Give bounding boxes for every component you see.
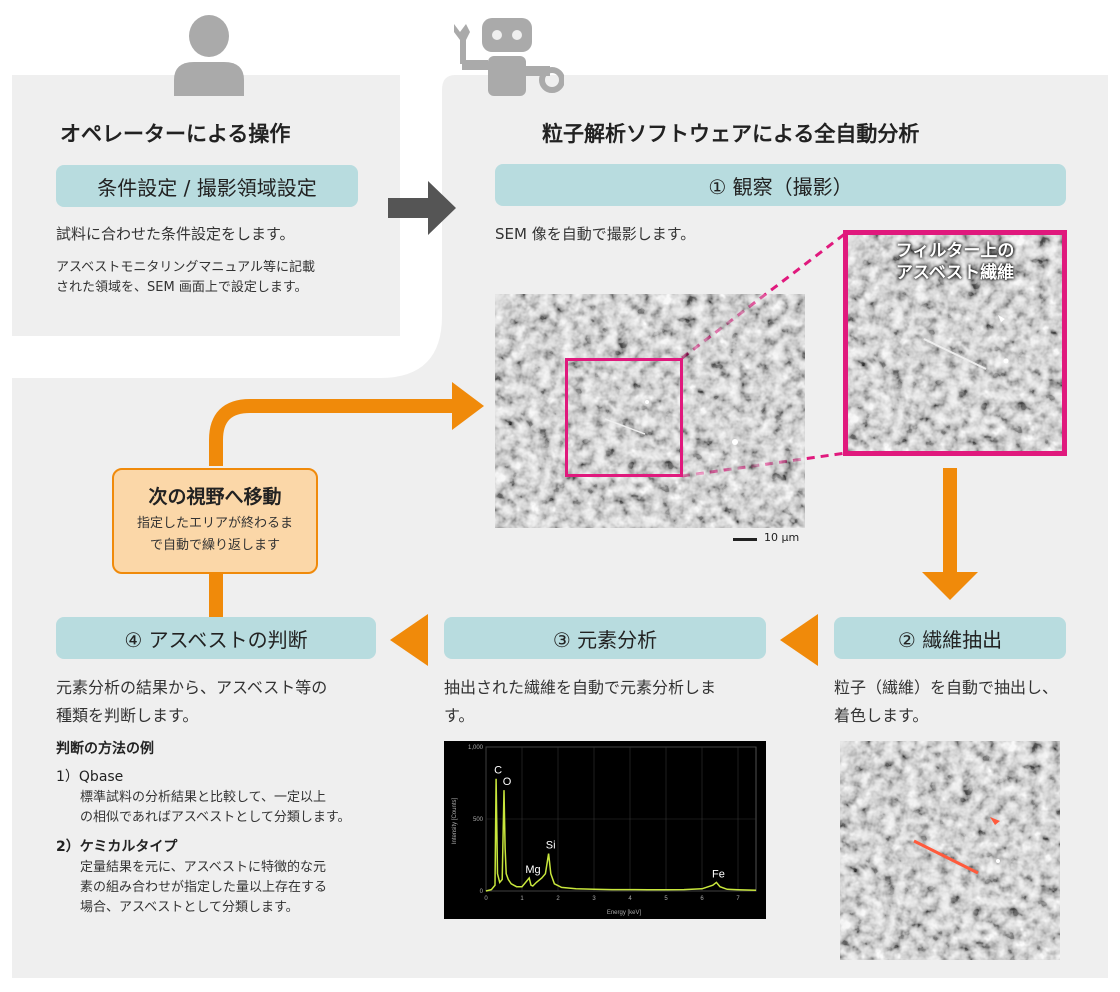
settings-pill: 条件設定 / 撮影領域設定 (56, 165, 358, 207)
spectrum-peak-label: Fe (712, 868, 725, 880)
step4-text: 元素分析の結果から、アスベスト等の 種類を判断します。 (56, 674, 327, 730)
zoom-image (843, 230, 1067, 456)
step2-text-line2: 着色します。 (834, 706, 929, 725)
method2-text: 定量結果を元に、アスベストに特徴的な元 素の組み合わせが指定した量以上存在する … (80, 858, 327, 918)
spectrum-xtick: 4 (628, 896, 632, 902)
spectrum-xtick: 2 (556, 896, 560, 902)
step2-text: 粒子（繊維）を自動で抽出し、 着色します。 (834, 674, 1058, 730)
spectrum-ylabel: Intensity [Counts] (452, 797, 458, 844)
next-text: 指定したエリアが終わるま で自動で繰り返します (114, 513, 316, 557)
spectrum-ytick: 1,000 (468, 745, 484, 751)
spectrum-xtick: 0 (484, 896, 488, 902)
spectrum-peak-label: Mg (525, 864, 540, 876)
step4-text-line2: 種類を判断します。 (56, 706, 199, 725)
method1-line1: 標準試料の分析結果と比較して、一定以上 (80, 790, 326, 805)
loop-arrow (209, 399, 455, 466)
operator-text2: アスベストモニタリングマニュアル等に記載 された領域を、SEM 画面上で設定しま… (56, 258, 315, 298)
spectrum-bg (444, 741, 766, 919)
zoom-label-line1: フィルター上の (895, 241, 1015, 261)
step3-text: 抽出された繊維を自動で元素分析しま す。 (444, 674, 716, 730)
spectrum-ytick: 500 (473, 817, 484, 823)
next-line2: で自動で繰り返します (149, 538, 280, 553)
method2-line3: 場合、アスベストとして分類します。 (80, 900, 299, 915)
step3-text-line1: 抽出された繊維を自動で元素分析しま (444, 678, 717, 697)
method2-line2: 素の組み合わせが指定した量以上存在する (80, 880, 328, 895)
next-title: 次の視野へ移動 (148, 486, 282, 508)
step2-text-line1: 粒子（繊維）を自動で抽出し、 (834, 678, 1059, 697)
method-title: 判断の方法の例 (56, 741, 154, 757)
gray-arrow (388, 181, 456, 235)
loop-arrow-tail (209, 574, 223, 620)
spectrum-ytick: 0 (480, 889, 484, 895)
auto-title: 粒子解析ソフトウェアによる全自動分析 (542, 122, 920, 146)
scale-label: 10 µm (764, 531, 800, 544)
step1-pill: ① 観察（撮影） (495, 164, 1066, 206)
method1-title: 1）Qbase (56, 769, 124, 785)
loop-arrow-head (452, 382, 484, 430)
person-icon (170, 14, 248, 100)
down-arrow-shaft (943, 468, 957, 572)
operator-text1: 試料に合わせた条件設定をします。 (56, 225, 295, 243)
zoom-label: フィルター上の アスベスト繊維 (848, 240, 1062, 284)
spectrum-peak-label: Si (546, 840, 556, 852)
spectrum-xtick: 3 (592, 896, 596, 902)
down-arrow-head (922, 572, 978, 600)
step4-pill: ④ アスベストの判断 (56, 617, 376, 659)
scale-bar (733, 538, 757, 541)
operator-text2-line1: アスベストモニタリングマニュアル等に記載 (56, 260, 315, 275)
step3-pill: ③ 元素分析 (444, 617, 766, 659)
method2-line1: 定量結果を元に、アスベストに特徴的な元 (80, 860, 326, 875)
spectrum-series-line (485, 778, 757, 892)
step1-text: SEM 像を自動で撮影します。 (495, 225, 696, 243)
spectrum-xtick: 1 (520, 896, 524, 902)
method1-line2: の相似であればアスベストとして分類します。 (80, 810, 351, 825)
spectrum-xtick: 5 (664, 896, 668, 902)
selection-box (565, 358, 683, 477)
left-arrow-2to3 (780, 614, 818, 666)
step4-text-line1: 元素分析の結果から、アスベスト等の (56, 678, 328, 697)
sem-image (495, 294, 805, 528)
operator-text2-line2: された領域を、SEM 画面上で設定します。 (56, 280, 308, 295)
method2-title: 2）ケミカルタイプ (56, 839, 178, 855)
step2-pill: ② 繊維抽出 (834, 617, 1066, 659)
spectrum-xtick: 6 (700, 896, 704, 902)
extracted-image (840, 741, 1060, 960)
operator-title: オペレーターによる操作 (60, 122, 291, 146)
spectrum-peak-label: C (494, 765, 502, 777)
next-field-box: 次の視野へ移動 指定したエリアが終わるま で自動で繰り返します (112, 468, 318, 574)
spectrum-xlabel: Energy [keV] (607, 910, 642, 916)
method1-text: 標準試料の分析結果と比較して、一定以上 の相似であればアスベストとして分類します… (80, 788, 351, 828)
zoom-label-line2: アスベスト繊維 (895, 263, 1015, 283)
left-arrow-3to4 (390, 614, 428, 666)
next-line1: 指定したエリアが終わるま (136, 516, 293, 531)
robot-icon (452, 18, 565, 104)
spectrum-xtick: 7 (736, 896, 740, 902)
spectrum-peak-label: O (503, 776, 512, 788)
step3-text-line2: す。 (444, 706, 475, 725)
